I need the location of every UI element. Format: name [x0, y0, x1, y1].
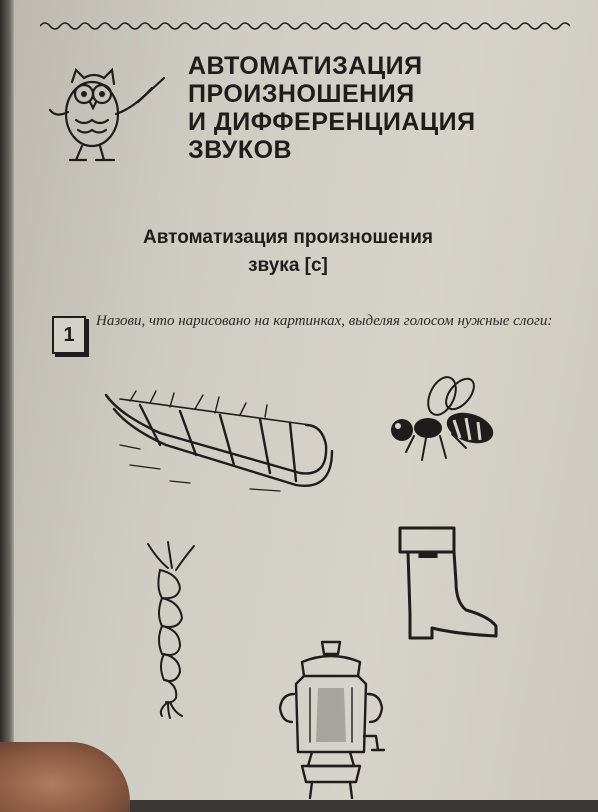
page-title: АВТОМАТИЗАЦИЯ ПРОИЗНОШЕНИЯ И ДИФФЕРЕНЦИА…	[188, 52, 476, 164]
wavy-border-line	[40, 22, 570, 30]
exercise-number-badge: 1	[52, 316, 86, 354]
subtitle-line: Автоматизация произношения	[143, 227, 433, 248]
braid-icon	[147, 541, 195, 719]
subtitle-line: звука [с]	[248, 255, 328, 276]
title-line: И ДИФФЕРЕНЦИАЦИЯ	[188, 108, 476, 136]
title-line: ЗВУКОВ	[188, 136, 293, 164]
samovar-icon	[278, 640, 386, 800]
wasp-icon	[391, 376, 494, 461]
exercise-instruction: Назови, что нарисовано на картинках, выд…	[96, 313, 553, 329]
sled-icon	[104, 390, 334, 492]
title-line: ПРОИЗНОШЕНИЯ	[188, 80, 415, 108]
owl-teacher-icon	[48, 67, 166, 162]
section-subtitle: Автоматизация произношения звука [с]	[98, 224, 478, 280]
boot-icon	[398, 526, 498, 640]
book-spine	[0, 0, 14, 800]
title-line: АВТОМАТИЗАЦИЯ	[188, 52, 423, 80]
